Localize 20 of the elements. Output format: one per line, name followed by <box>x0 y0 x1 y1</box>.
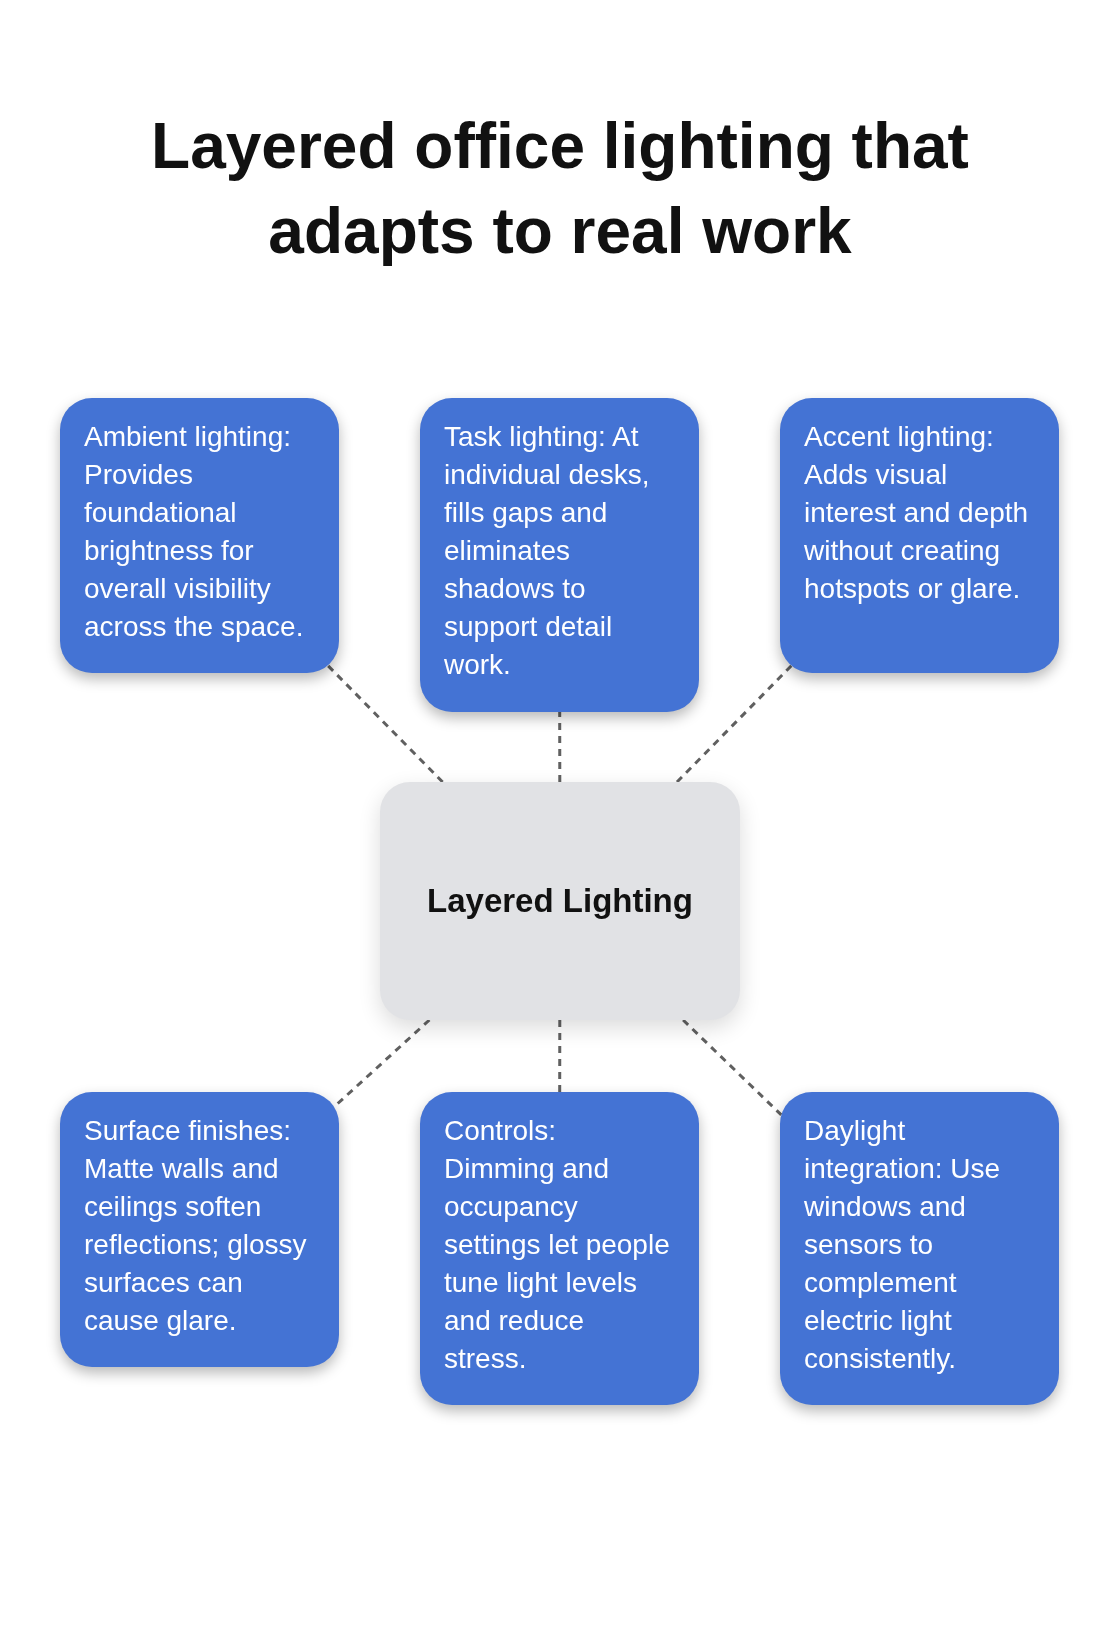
dashed-connector <box>675 664 793 784</box>
card-text: Accent lighting: Adds visual interest and depth without creating hotspots or glare. <box>804 420 1030 606</box>
dashed-connector <box>558 712 562 782</box>
dashed-connector <box>682 1018 783 1116</box>
lighting-card <box>420 1092 699 1405</box>
lighting-card <box>780 1092 1059 1405</box>
hub-box <box>380 782 740 1020</box>
hub-label: Layered Lighting <box>427 881 693 921</box>
lighting-card <box>60 398 339 673</box>
card-text: Daylight integration: Use windows and sensors to complement electric light consistently. <box>804 1114 1002 1376</box>
lighting-card <box>60 1092 339 1367</box>
card-text: Task lighting: At individual desks, fills gaps and eliminates shadows to support detail work. <box>444 420 651 682</box>
diagram-title: Layered office lighting that adapts to real work <box>150 109 970 269</box>
card-text: Surface finishes: Matte walls and ceilings soften reflections; glossy surfaces can cause glare. <box>84 1114 308 1338</box>
card-text: Controls: Dimming and occupancy settings let people tune light levels and reduce stress. <box>444 1114 671 1376</box>
lighting-card <box>420 398 699 712</box>
dashed-connector <box>558 1020 562 1092</box>
card-text: Ambient lighting: Provides foundational brightness for overall visibility across the space. <box>84 420 305 644</box>
lighting-card <box>780 398 1059 673</box>
dashed-connector <box>326 664 444 784</box>
